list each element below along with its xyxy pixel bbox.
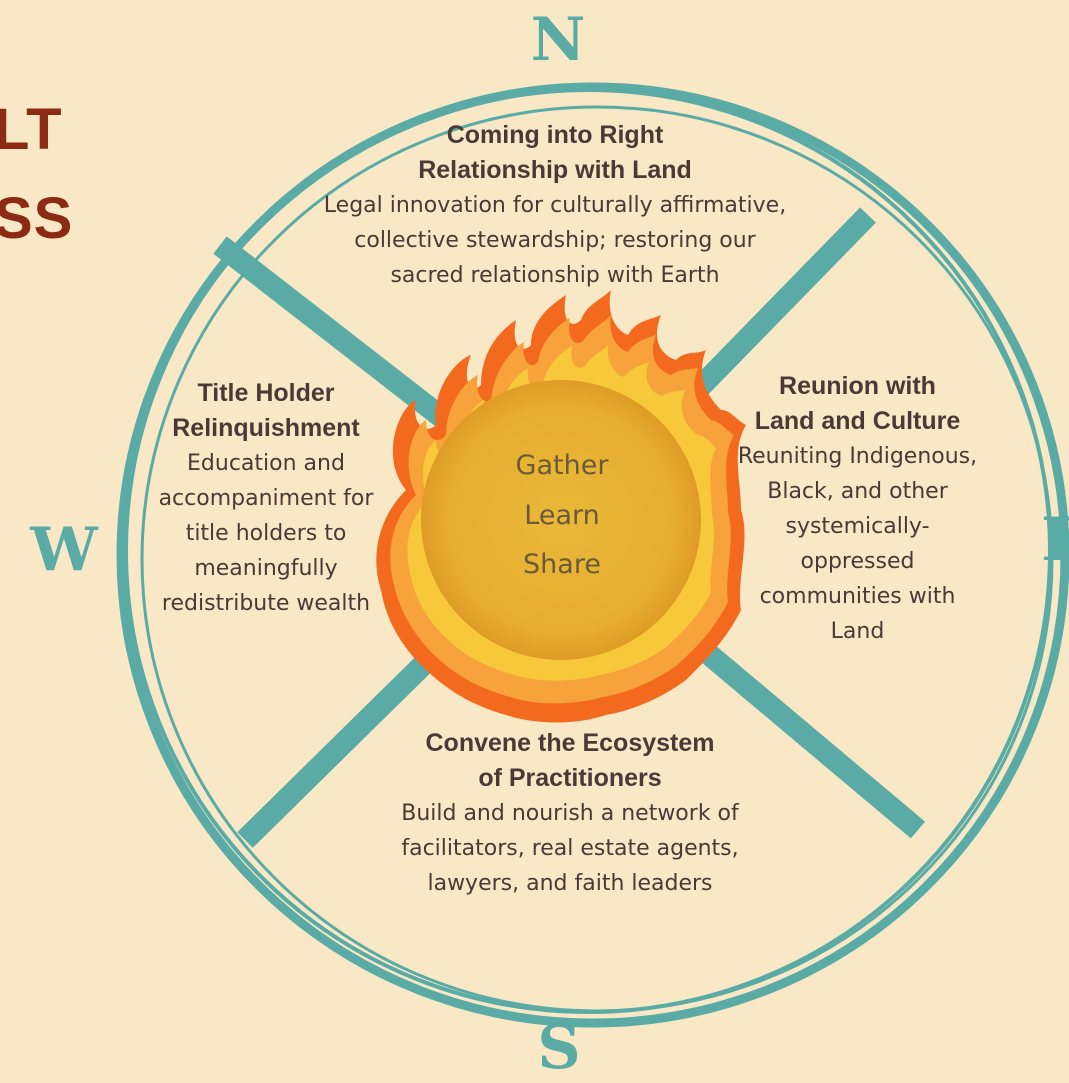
- quadrant-south-title-line-1: Convene the Ecosystem: [425, 729, 715, 757]
- quadrant-east-text-line: oppressed: [800, 549, 915, 574]
- quadrant-west-title-line-1: Title Holder: [197, 379, 335, 407]
- partial-title-line-2: SS: [0, 186, 74, 251]
- compass-west: W: [30, 515, 98, 585]
- spoke-se: [672, 621, 926, 839]
- quadrant-west-text-line: accompaniment for: [158, 486, 374, 511]
- spoke-nw: [213, 236, 465, 439]
- quadrant-south: Convene the Ecosystem of Practitioners B…: [340, 726, 800, 901]
- quadrant-north-text-line: collective stewardship; restoring our: [354, 228, 756, 253]
- quadrant-east-text-line: systemically-: [785, 514, 930, 539]
- compass-north: N: [530, 5, 586, 75]
- quadrant-east-text-line: Land: [830, 619, 885, 644]
- flame-ring-icon: [376, 290, 746, 723]
- quadrant-east: Reunion with Land and Culture Reuniting …: [705, 369, 1010, 649]
- center-word-share: Share: [523, 549, 601, 580]
- partial-title-line-1: LT: [0, 97, 63, 162]
- compass-south: S: [537, 1013, 581, 1083]
- quadrant-south-text-line: lawyers, and faith leaders: [427, 871, 713, 896]
- quadrant-north: Coming into Right Relationship with Land…: [240, 118, 870, 293]
- quadrant-north-title-line-2: Relationship with Land: [418, 156, 692, 184]
- quadrant-west-text-line: Education and: [187, 451, 345, 476]
- quadrant-south-text-line: facilitators, real estate agents,: [401, 836, 739, 861]
- quadrant-west: Title Holder Relinquishment Education an…: [126, 376, 406, 621]
- quadrant-west-text-line: redistribute wealth: [161, 591, 371, 616]
- quadrant-west-title-line-2: Relinquishment: [172, 414, 360, 442]
- quadrant-east-title-line-1: Reunion with: [779, 372, 936, 400]
- quadrant-west-text-line: title holders to: [185, 521, 347, 546]
- outer-ring: [116, 82, 1069, 1028]
- quadrant-east-text-line: communities with: [759, 584, 956, 609]
- quadrant-east-text-line: Reuniting Indigenous,: [737, 444, 978, 469]
- quadrant-east-text-line: Black, and other: [767, 479, 948, 504]
- center-word-learn: Learn: [524, 500, 600, 531]
- quadrant-north-text-line: sacred relationship with Earth: [390, 263, 720, 288]
- compass-east: E: [1041, 505, 1069, 575]
- quadrant-south-title-line-2: of Practitioners: [478, 764, 662, 792]
- quadrant-east-title-line-2: Land and Culture: [754, 407, 961, 435]
- quadrant-west-text-line: meaningfully: [194, 556, 338, 581]
- spoke-sw: [237, 650, 438, 848]
- quadrant-south-text-line: Build and nourish a network of: [401, 801, 739, 826]
- quadrant-north-text-line: Legal innovation for culturally affirmat…: [323, 193, 787, 218]
- center-word-gather: Gather: [515, 450, 609, 481]
- quadrant-north-title-line-1: Coming into Right: [446, 121, 664, 149]
